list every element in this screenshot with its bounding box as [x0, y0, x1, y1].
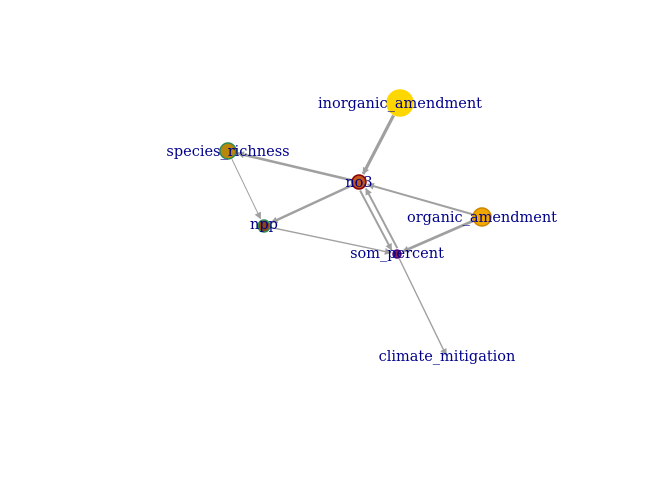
node-label-som_percent: som_percent [350, 246, 444, 262]
label-layer: inorganic_amendment species_richness no3 or… [166, 96, 557, 365]
node-label-climate_mitigation: climate_mitigation [379, 349, 516, 365]
node-label-species_richness: species_richness [166, 144, 289, 160]
edge-no3-to-npp [270, 184, 353, 224]
edge-organic_amendment-to-no3 [366, 182, 473, 216]
edge-species_richness-to-npp [231, 158, 261, 220]
node-no3[interactable] [351, 174, 367, 190]
node-organic_amendment[interactable] [472, 207, 492, 227]
node-label-npp: npp [250, 217, 278, 233]
edge-npp-to-som_percent [270, 226, 392, 255]
node-label-no3: no3 [345, 175, 372, 191]
node-layer [219, 89, 492, 259]
edge-som_percent-to-climate_mitigation [398, 258, 447, 356]
edge-inorganic_amendment-to-no3 [361, 114, 395, 175]
edge-no3-to-species_richness [237, 151, 352, 182]
node-label-organic_amendment: organic_amendment [407, 210, 557, 226]
edge-som_percent-to-no3 [364, 187, 399, 249]
node-npp[interactable] [257, 219, 271, 233]
node-label-inorganic_amendment: inorganic_amendment [318, 96, 482, 112]
edge-no3-to-som_percent [359, 190, 393, 251]
node-inorganic_amendment[interactable] [386, 89, 414, 117]
node-som_percent[interactable] [392, 249, 402, 259]
node-species_richness[interactable] [219, 142, 237, 160]
edge-organic_amendment-to-som_percent [401, 219, 474, 253]
edge-layer [231, 114, 474, 356]
